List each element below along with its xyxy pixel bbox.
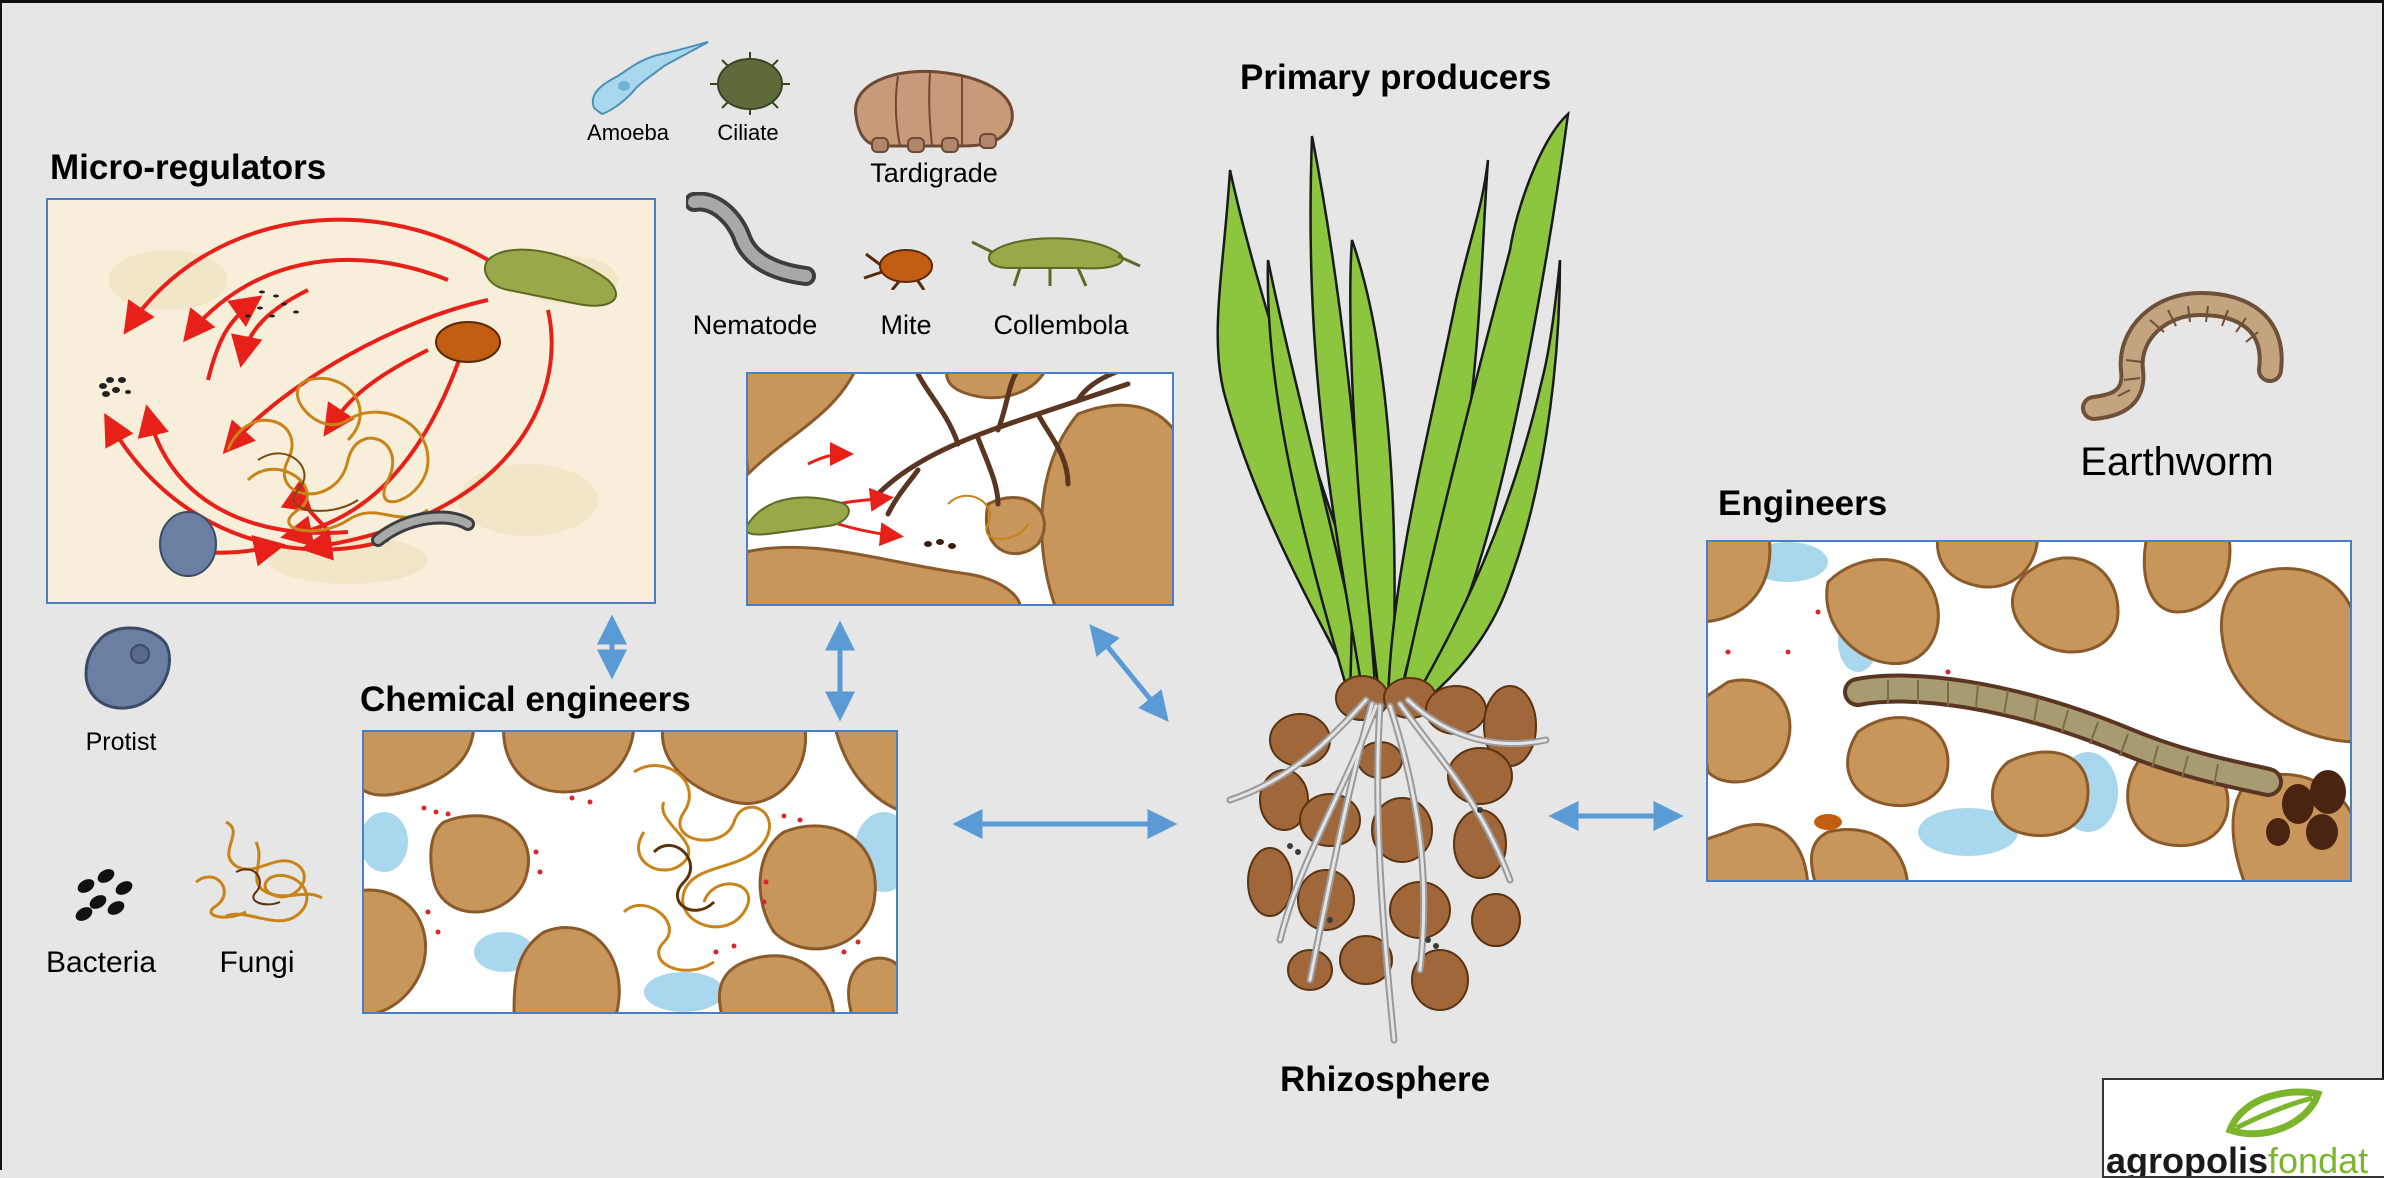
logo-brand: agropolis [2106, 1140, 2268, 1178]
ciliate-icon [708, 50, 792, 116]
engineers-heading: Engineers [1718, 484, 1887, 524]
chemical-engineers-panel [362, 730, 898, 1014]
fauna-soil-scene [748, 374, 1172, 604]
protist-label: Protist [66, 728, 176, 757]
rhizosphere-plant [1180, 100, 1600, 1060]
earthworm-label: Earthworm [2060, 440, 2294, 485]
mite-label: Mite [864, 310, 948, 341]
fungi-icon [186, 812, 330, 930]
agropolis-logo[interactable]: agropolisfondat [2102, 1078, 2384, 1178]
tardigrade-icon [842, 62, 1022, 154]
ciliate-label: Ciliate [702, 120, 794, 146]
fauna-soil-panel [746, 372, 1174, 606]
amoeba-label: Amoeba [580, 120, 676, 146]
earthworm-icon [2080, 290, 2292, 422]
logo-suffix: fondat [2268, 1140, 2368, 1178]
bacteria-icon [72, 864, 138, 922]
mite-icon [862, 244, 940, 290]
chemical-engineers-heading: Chemical engineers [360, 680, 691, 720]
fungi-label: Fungi [200, 946, 314, 980]
nematode-label: Nematode [680, 310, 830, 341]
logo-text: agropolisfondat [2106, 1140, 2368, 1178]
collembola-label: Collembola [978, 310, 1144, 341]
micro-regulators-panel [46, 198, 656, 604]
primary-producers-heading: Primary producers [1240, 58, 1551, 98]
chemical-engineers-scene [364, 732, 896, 1012]
engineers-panel [1706, 540, 2352, 882]
protist-icon [78, 618, 174, 714]
bacteria-label: Bacteria [36, 946, 166, 980]
tardigrade-label: Tardigrade [854, 158, 1014, 189]
rhizosphere-heading: Rhizosphere [1280, 1060, 1490, 1100]
frame-top-border [0, 0, 2384, 3]
engineers-scene [1708, 542, 2350, 880]
frame-left-border [0, 0, 2, 1170]
leaf-icon [2224, 1084, 2324, 1144]
nematode-icon [686, 192, 816, 292]
micro-regulators-heading: Micro-regulators [50, 148, 326, 188]
food-web-diagram [48, 200, 654, 602]
amoeba-icon [584, 36, 714, 118]
collembola-icon [970, 224, 1142, 288]
arrow-fauna-rhizosphere [1094, 630, 1164, 716]
